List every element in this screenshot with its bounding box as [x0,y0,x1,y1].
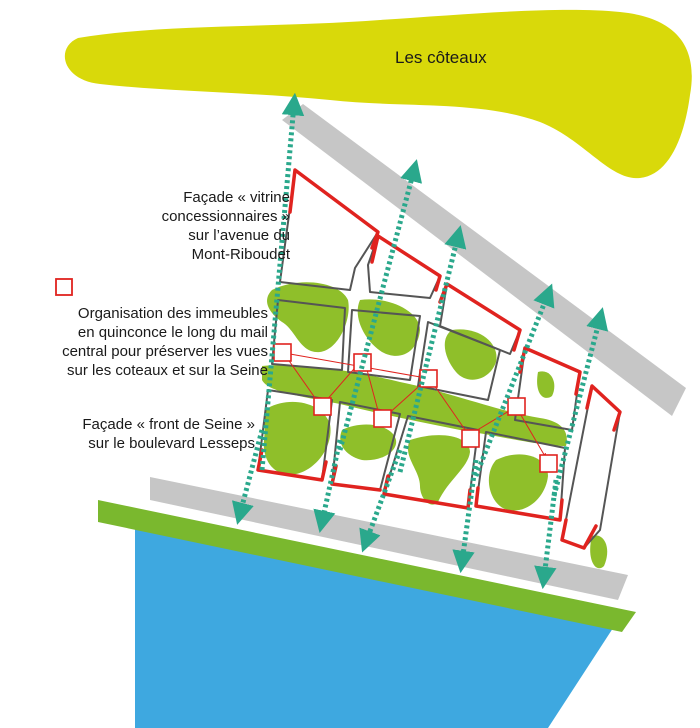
hills-label: Les côteaux [395,48,487,67]
staggered-building-square [273,343,292,362]
river-shape [135,518,615,728]
greenery-patch [357,299,420,356]
boulevard-lesseps-road [150,477,628,600]
facade-seine-line [474,486,564,522]
stagger-connector [284,354,321,406]
view-arrow-to-hills [551,307,609,497]
staggered-organisation-label: Organisation des immeubles en quinconce … [62,305,268,379]
hills-shape [64,9,692,179]
block-greenery-group [263,282,608,569]
view-arrow-to-hills [473,283,555,477]
greenery-patch [263,401,331,475]
facade-seine-label: Façade « front de Seine » sur le bouleva… [82,416,255,452]
staggered-building-square [373,409,392,428]
greenery-patch [407,435,470,505]
view-arrow-to-seine [359,449,403,553]
building-block [347,309,421,381]
facade-seine-line [560,518,598,550]
staggered-building-square [507,397,526,416]
riverbank-strip [98,500,636,632]
view-arrow-to-seine [313,439,343,533]
building-block [279,169,379,291]
facade-vitrine-label: Façade « vitrine concessionnaires » sur … [161,189,290,263]
facade-vitrine-line [518,346,582,396]
building-block [417,321,501,401]
view-arrow-to-hills [397,225,467,473]
view-arrows-group [231,92,609,590]
stagger-connector [431,381,469,435]
greenery-patch [340,424,397,461]
facade-vitrine-line [370,234,442,292]
staggered-building-square [461,429,480,448]
facade-seine-line [256,448,328,482]
view-arrow-to-seine [452,459,479,574]
view-arrow-to-hills [259,92,305,471]
view-arrow-to-seine [534,479,559,590]
greenery-patch [488,454,548,511]
stagger-connector [517,409,547,459]
greenery-patch [537,371,555,398]
facade-vitrine-line [585,384,622,432]
greenery-patch [444,329,497,380]
staggered-building-square [539,454,558,473]
legend-square-icon [55,278,73,296]
greenery-patch [267,282,349,353]
staggered-squares-group [273,343,558,473]
greenery-patch [590,535,608,569]
view-arrow-to-seine [231,429,265,525]
building-block [561,385,621,549]
facade-vitrine-line [438,282,522,352]
facade-vitrine-line [288,168,380,250]
staggered-building-square [313,397,332,416]
view-arrow-to-hills [337,159,423,451]
facade-seine-line [330,464,382,492]
avenue-mont-riboudet-road [282,104,686,416]
